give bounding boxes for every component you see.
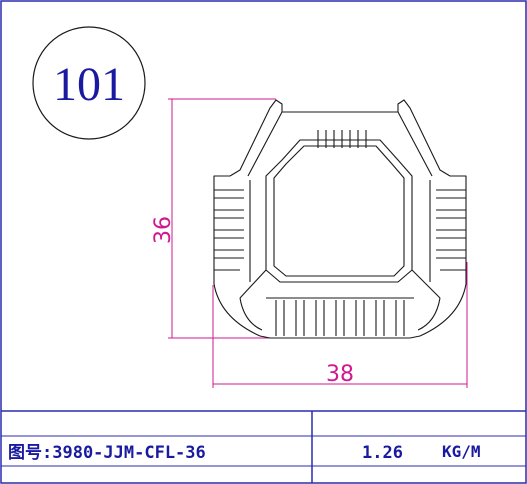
- top-fins: [317, 130, 367, 148]
- profile-outer-contour: [213, 99, 467, 339]
- dimension-width: [212, 262, 468, 388]
- profile-outline: [213, 99, 467, 339]
- right-fins: [436, 189, 466, 271]
- left-fins: [214, 189, 244, 271]
- dimension-width-label: 38: [326, 362, 354, 387]
- weight-value: 1.26: [362, 443, 403, 463]
- profile-inner-chamber-offset: [273, 145, 405, 277]
- bottom-fins: [275, 300, 405, 336]
- dimension-height-label: 36: [151, 216, 176, 244]
- badge-number: 101: [53, 58, 125, 111]
- drawing-number: 图号:3980-JJM-CFL-36: [8, 443, 206, 463]
- weight-unit: KG/M: [442, 442, 481, 461]
- badge-circle: [32, 26, 146, 140]
- profile-inner-chamber: [265, 139, 413, 283]
